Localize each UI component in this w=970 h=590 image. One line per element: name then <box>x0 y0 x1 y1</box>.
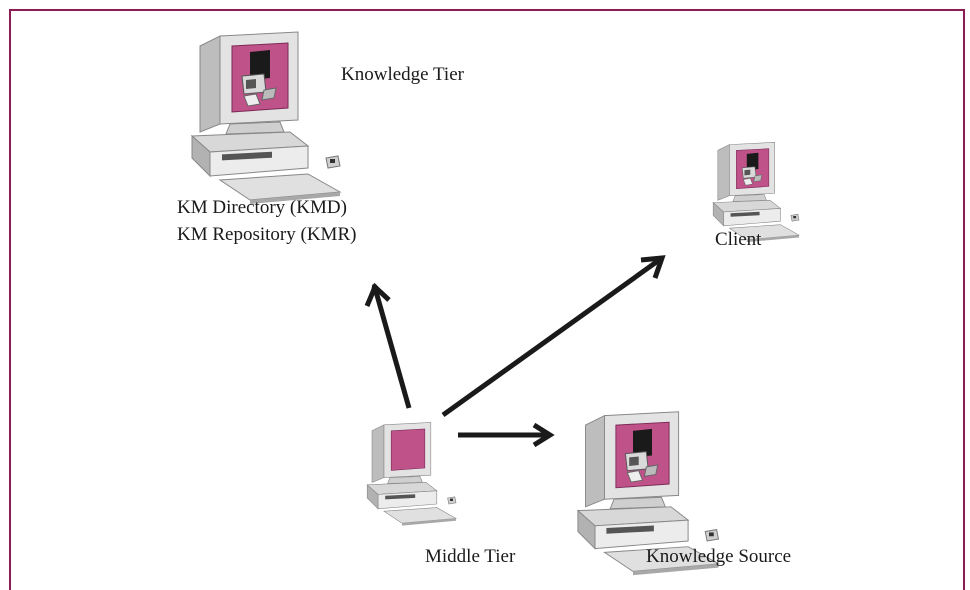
arrow-head-knowledge-source <box>532 422 555 448</box>
middle-tier-label: Middle Tier <box>425 546 516 567</box>
diagram-frame <box>9 9 965 590</box>
knowledge-tier-computer-icon <box>191 31 341 205</box>
knowledge-tier-label: Knowledge Tier <box>341 64 464 85</box>
arrow-head-knowledge-tier <box>364 282 391 307</box>
arrow-to-client <box>441 255 664 418</box>
client-label: Client <box>715 229 762 250</box>
client-computer-icon <box>712 142 800 243</box>
knowledge-source-label: Knowledge Source <box>646 546 792 567</box>
kmd-label: KM Directory (KMD) <box>177 197 347 218</box>
arrow-to-knowledge-tier <box>375 288 412 409</box>
middle-tier-computer-icon <box>366 422 457 526</box>
arrow-head-client <box>640 255 666 279</box>
kmr-label: KM Repository (KMR) <box>177 224 357 245</box>
